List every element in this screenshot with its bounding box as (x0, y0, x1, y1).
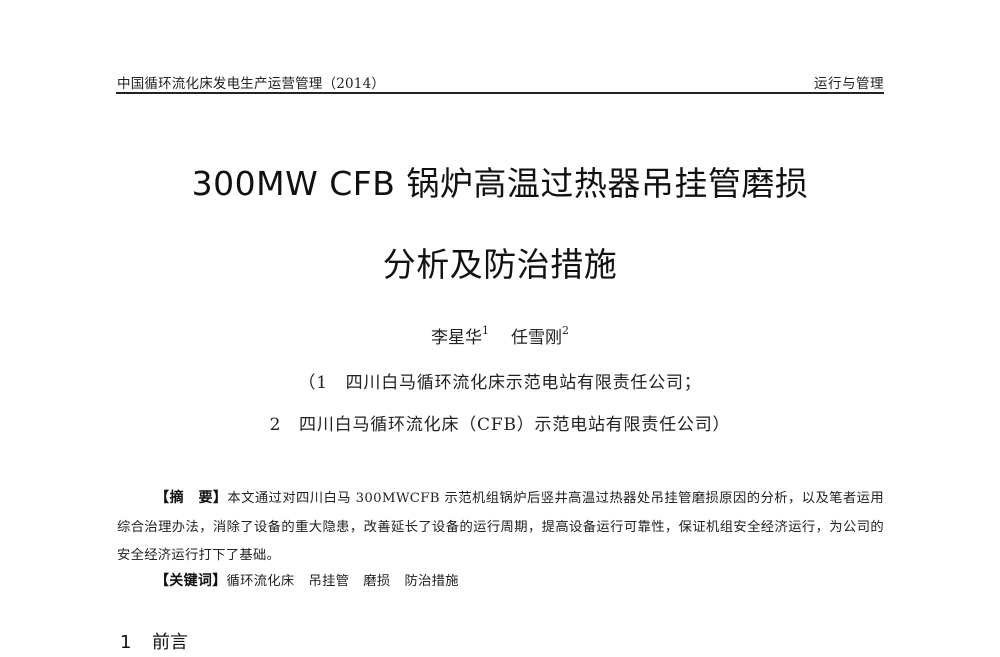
affiliation-mark: 2 (562, 324, 569, 338)
affiliation-mark: 1 (482, 324, 489, 338)
author-name: 李星华 (431, 328, 482, 348)
author-name: 任雪刚 (511, 328, 562, 348)
header-rule (116, 92, 884, 94)
keyword: 吊挂管 (308, 574, 350, 589)
section-number: 1 (120, 632, 132, 653)
running-header: 中国循环流化床发电生产运营管理（2014） 运行与管理 (117, 70, 884, 92)
section-category: 运行与管理 (814, 76, 884, 92)
affiliation-line-1: （1 四川白马循环流化床示范电站有限责任公司； (298, 373, 702, 393)
author-list: 李星华1 任雪刚2 (0, 323, 1000, 348)
keyword: 磨损 (363, 574, 391, 589)
keyword: 防治措施 (404, 574, 459, 589)
keyword: 循环流化床 (226, 574, 295, 589)
paper-title-line-2: 分析及防治措施 (382, 245, 618, 284)
keywords-label: 【关键词】 (155, 573, 227, 589)
section-heading: 1 前言 (120, 628, 188, 654)
abstract: 【摘 要】本文通过对四川白马 300MWCFB 示范机组锅炉后竖井高温过热器处吊… (117, 484, 884, 571)
keywords: 【关键词】循环流化床吊挂管磨损防治措施 (117, 570, 884, 590)
abstract-text: 本文通过对四川白马 300MWCFB 示范机组锅炉后竖井高温过热器处吊挂管磨损原… (117, 491, 884, 563)
section-title: 前言 (152, 632, 188, 653)
abstract-label: 【摘 要】 (155, 490, 228, 506)
affiliation-line-2: 2 四川白马循环流化床（CFB）示范电站有限责任公司） (269, 415, 731, 435)
journal-title: 中国循环流化床发电生产运营管理（2014） (117, 76, 386, 92)
paper-title-line-1: 300MW CFB 锅炉高温过热器吊挂管磨损 (191, 164, 809, 203)
